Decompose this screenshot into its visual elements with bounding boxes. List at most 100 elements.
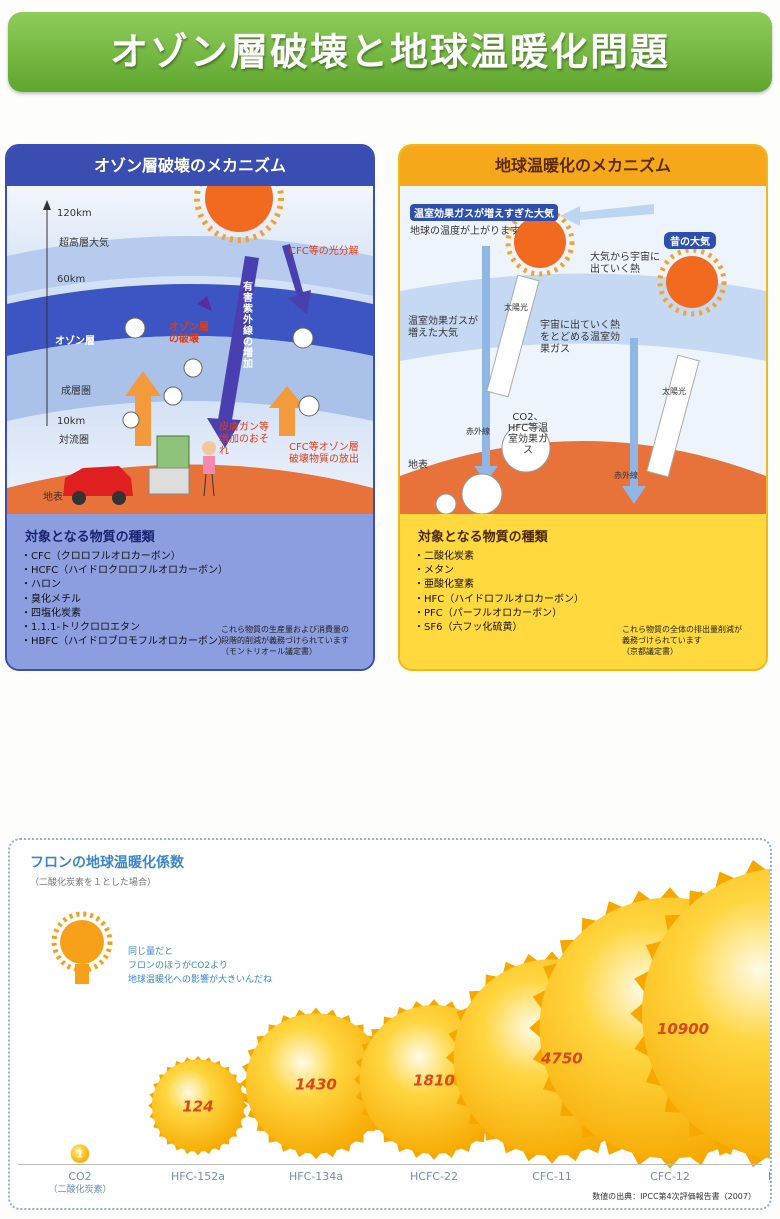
list-item: ・ハロン (21, 579, 61, 591)
x-tick-label: HCFC-22 (410, 1170, 458, 1183)
chart-subtitle: （二酸化炭素を１とした場合） (30, 878, 157, 888)
upper-atmosphere-label: 超高層大気 (59, 238, 109, 249)
list-item: ・HBFC（ハイドロブロモフルオロカーボン） (21, 636, 228, 648)
sunlight-label-left: 太陽光 (504, 303, 528, 312)
ozone-substance-list: ・CFC（クロロフルオロカーボン） ・HCFC（ハイドロクロロフルオロカーボン）… (21, 550, 228, 649)
list-item: ・臭化メチル (21, 593, 81, 605)
ozone-layer-label: オゾン層 (55, 336, 95, 347)
mascot-sun-icon (51, 911, 113, 984)
sun-icon (194, 186, 284, 243)
list-item: ・亜酸化窒素 (414, 579, 474, 591)
ozone-layer-band (7, 284, 373, 356)
sunlight-beam-left (486, 274, 540, 398)
ozone-illustration (7, 186, 373, 514)
uv-increase-label: 有害紫外線の増加 (243, 282, 253, 370)
release-arrow-right (269, 386, 305, 436)
ozone-panel: オゾン層破壊のメカニズム (5, 144, 375, 671)
data-label: 10900 (657, 1020, 709, 1038)
list-item: ・メタン (414, 565, 454, 577)
ozone-panel-title: オゾン層破壊のメカニズム (7, 146, 373, 186)
old-atmosphere-label: 昔の大気 (664, 232, 716, 249)
x-tick-label: HFC-134a (289, 1170, 343, 1183)
list-item: ・HCFC（ハイドロクロロフルオロカーボン） (21, 565, 229, 577)
warming-note: これら物質の全体の排出量削減が 義務づけられています （京都議定書） (622, 625, 742, 656)
release-label: CFC等オゾン層破壊物質の放出 (289, 442, 359, 465)
list-item: ・HFC（ハイドロフルオロカーボン） (414, 593, 585, 605)
warming-panel-title: 地球温暖化のメカニズム (400, 146, 766, 186)
warming-diagram: 温室効果ガスが増えすぎた大気 地球の温度が上がります 昔の大気 大気から宇宙に出… (400, 186, 766, 514)
gwp-chart-panel: フロンの地球温暖化係数 （二酸化炭素を１とした場合） 同じ量だと フロンのほうが… (8, 838, 772, 1210)
altitude-120: 120km (57, 208, 92, 219)
data-label: 1430 (295, 1075, 337, 1093)
infrared-label-left: 赤外線 (466, 427, 490, 436)
sunlight-beam-right (646, 354, 700, 478)
ozone-substances-box: 対象となる物質の種類 ・CFC（クロロフルオロカーボン） ・HCFC（ハイドロク… (7, 514, 373, 669)
photolysis-label: CFC等の光分解 (289, 246, 359, 257)
chart-title: フロンの地球温暖化係数 (30, 855, 184, 871)
troposphere-label: 対流圏 (59, 435, 89, 446)
sunlight-label-right: 太陽光 (662, 387, 686, 396)
too-much-gas-label: 温室効果ガスが増えすぎた大気 (410, 204, 558, 221)
data-label: 124 (182, 1098, 213, 1116)
release-arrow-left (125, 371, 161, 446)
data-source: 数値の出典：IPCC第4次評価報告書（2007） (592, 1192, 756, 1201)
gwp-chart: 11241430181047501090014800 CO2（二酸化炭素）HFC… (48, 860, 770, 1195)
cfc-molecule-icon (122, 317, 320, 429)
upper-atmosphere-band (7, 236, 373, 296)
data-label: 4750 (540, 1050, 583, 1068)
ozone-substances-heading: 対象となる物質の種類 (25, 530, 155, 545)
list-item: ・二酸化炭素 (414, 551, 474, 562)
x-tick-label: CFC-12 (650, 1170, 690, 1183)
stratosphere-label: 成層圏 (61, 386, 91, 397)
page-title: オゾン層破壊と地球温暖化問題 (109, 30, 670, 74)
warming-panel: 地球温暖化のメカニズム 温室効果ガスが増えすぎた大気 地球の温度が上がり (398, 144, 768, 671)
x-tick-label: CO2 (68, 1170, 91, 1183)
photolysis-arrow (282, 244, 311, 314)
car-icon (63, 466, 133, 505)
sun-bubble (642, 868, 770, 1159)
data-label: 1 (77, 1150, 84, 1161)
sun-icon (657, 247, 727, 317)
escape-heat-label: 大気から宇宙に出ていく熱 (590, 252, 660, 275)
sunlight-arrow-right (622, 338, 646, 504)
list-item: ・SF6（六フッ化硫黄） (414, 622, 523, 634)
list-item: ・CFC（クロロフルオロカーボン） (21, 551, 181, 562)
greenhouse-gases-label: CO2、HFC等温室効果ガス (507, 412, 549, 456)
sun-bubble (71, 1144, 89, 1163)
data-label: 1810 (413, 1071, 455, 1089)
warming-substance-list: ・二酸化炭素 ・メタン ・亜酸化窒素 ・HFC（ハイドロフルオロカーボン） ・P… (414, 550, 584, 635)
sunlight-arrow-left (474, 246, 498, 482)
fridge-icon (148, 435, 190, 495)
x-axis-line (18, 1164, 762, 1165)
gas-increased-label: 温室効果ガスが増えた大気 (408, 316, 478, 339)
list-item: ・四塩化炭素 (21, 607, 81, 619)
skin-cancer-label: 皮膚ガン等増加のおそれ (219, 422, 269, 457)
warming-substances-heading: 対象となる物質の種類 (418, 530, 548, 545)
arrow-left (560, 204, 654, 226)
mascot-speech: 同じ量だと フロンのほうがCO2より 地球温暖化への影響が大きいんだね (128, 947, 273, 985)
ozone-diagram: 120km 超高層大気 60km オゾン層 成層圏 10km 対流圏 地表 CF… (7, 186, 373, 514)
infrared-label-right: 赤外線 (614, 471, 638, 480)
x-tick-label: HFC-152a (171, 1170, 225, 1183)
altitude-60: 60km (57, 274, 86, 285)
ground-label: 地表 (408, 460, 428, 471)
temperature-up-label: 地球の温度が上がります (410, 226, 520, 237)
ground-label: 地表 (43, 492, 63, 503)
uv-arrow (217, 256, 259, 426)
x-tick-label: （二酸化炭素） (48, 1183, 111, 1195)
x-tick-label: HFC-23 (768, 1170, 770, 1183)
sun-icon (505, 207, 575, 277)
trap-heat-label: 宇宙に出ていく熱をとどめる温室効果ガス (540, 320, 620, 355)
person-icon (202, 441, 216, 497)
ozone-hole-label: オゾン層の破壊 (169, 322, 209, 345)
ozone-note: これら物質の生産量および消費量の 段階的削減が義務づけられています （モントリオ… (221, 625, 349, 656)
gas-bubbles (435, 423, 551, 514)
x-tick-label: CFC-11 (532, 1170, 572, 1183)
warming-substances-box: 対象となる物質の種類 ・二酸化炭素 ・メタン ・亜酸化窒素 ・HFC（ハイドロフ… (400, 514, 766, 669)
page-title-banner: オゾン層破壊と地球温暖化問題 (8, 12, 772, 92)
altitude-10: 10km (57, 416, 86, 427)
sun-bubble (151, 1059, 245, 1152)
list-item: ・PFC（パーフルオロカーボン） (414, 607, 563, 619)
sun-bubble (245, 1013, 387, 1154)
list-item: ・1.1.1-トリクロロエタン (21, 622, 141, 634)
